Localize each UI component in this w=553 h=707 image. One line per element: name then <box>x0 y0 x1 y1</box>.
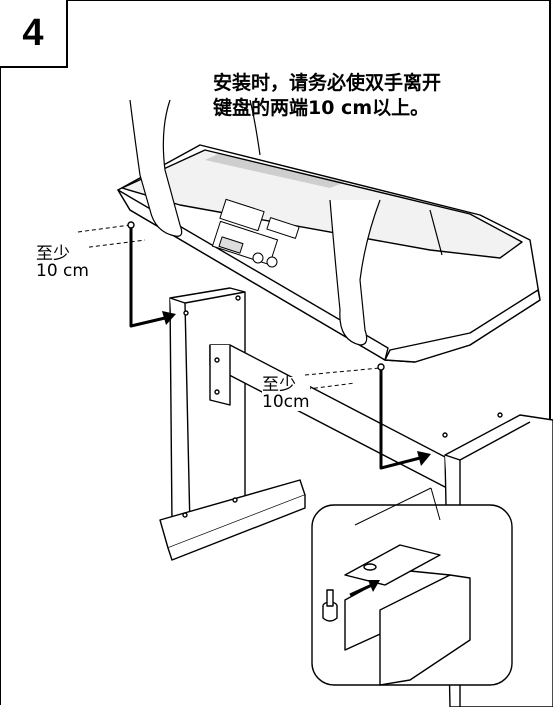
keyboard-body <box>117 144 541 363</box>
panel-details <box>211 198 300 268</box>
pegs <box>127 221 385 371</box>
label-left-distance: 至少 10 cm <box>36 246 89 280</box>
label-right-line-2: 10cm <box>262 392 310 412</box>
step-number: 4 <box>22 12 44 54</box>
label-right-line-1: 至少 <box>262 375 296 395</box>
caption-line-1: 安装时，请务必使双手离开 <box>213 72 442 94</box>
caption: 安装时，请务必使双手离开 键盘的两端10 cm以上。 <box>213 71 513 121</box>
insertion-arrows <box>129 228 421 597</box>
hands <box>129 99 443 346</box>
stand-left-panel <box>159 287 306 561</box>
stand-crossbar <box>209 344 471 491</box>
label-left-line-2: 10 cm <box>36 261 89 281</box>
label-left-line-1: 至少 <box>36 244 70 264</box>
keys-upper <box>205 154 345 188</box>
caption-line-2: 键盘的两端10 cm以上。 <box>213 97 430 119</box>
step-number-box: 4 <box>0 0 68 68</box>
inset-detail <box>311 487 513 686</box>
label-right-distance: 至少 10cm <box>262 377 310 411</box>
